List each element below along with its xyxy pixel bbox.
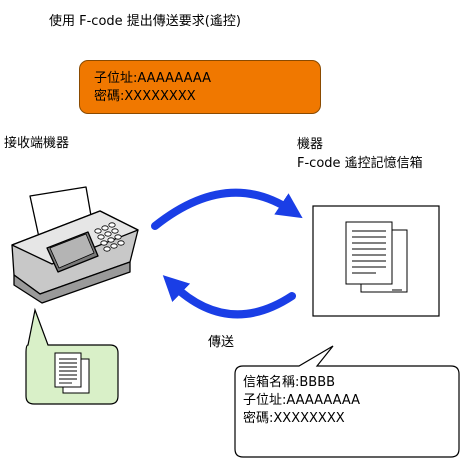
fax-machine-icon xyxy=(11,186,139,304)
mailbox-info-bubble xyxy=(234,345,460,458)
request-sub-address: 子位址:AAAAAAAA xyxy=(94,71,212,86)
request-info-box: 子位址:AAAAAAAA 密碼:XXXXXXXX xyxy=(79,60,321,114)
diagram-title: 使用 F-code 提出傳送要求(遙控) xyxy=(49,14,241,29)
mailbox-info-text: 信箱名稱:BBBB 子位址:AAAAAAAA 密碼:XXXXXXXX xyxy=(235,366,459,457)
mailbox-name: 信箱名稱:BBBB xyxy=(243,375,336,390)
receiving-device-label: 接收端機器 xyxy=(4,136,70,151)
transmission-label: 傳送 xyxy=(208,335,235,350)
device-label: 機器 F-code 遙控記憶信箱 xyxy=(297,135,423,173)
received-document-icon xyxy=(54,352,90,394)
mailbox-document-frame xyxy=(312,205,440,317)
request-arrow xyxy=(151,188,303,230)
transmission-arrow xyxy=(162,275,296,319)
request-password: 密碼:XXXXXXXX xyxy=(94,89,196,104)
mailbox-sub-address: 子位址:AAAAAAAA xyxy=(243,393,361,408)
device-label-line2: F-code 遙控記憶信箱 xyxy=(297,156,423,171)
stored-document-icon xyxy=(345,221,408,293)
device-label-line1: 機器 xyxy=(297,137,324,152)
mailbox-password: 密碼:XXXXXXXX xyxy=(243,411,345,426)
received-document-bubble xyxy=(25,307,119,405)
